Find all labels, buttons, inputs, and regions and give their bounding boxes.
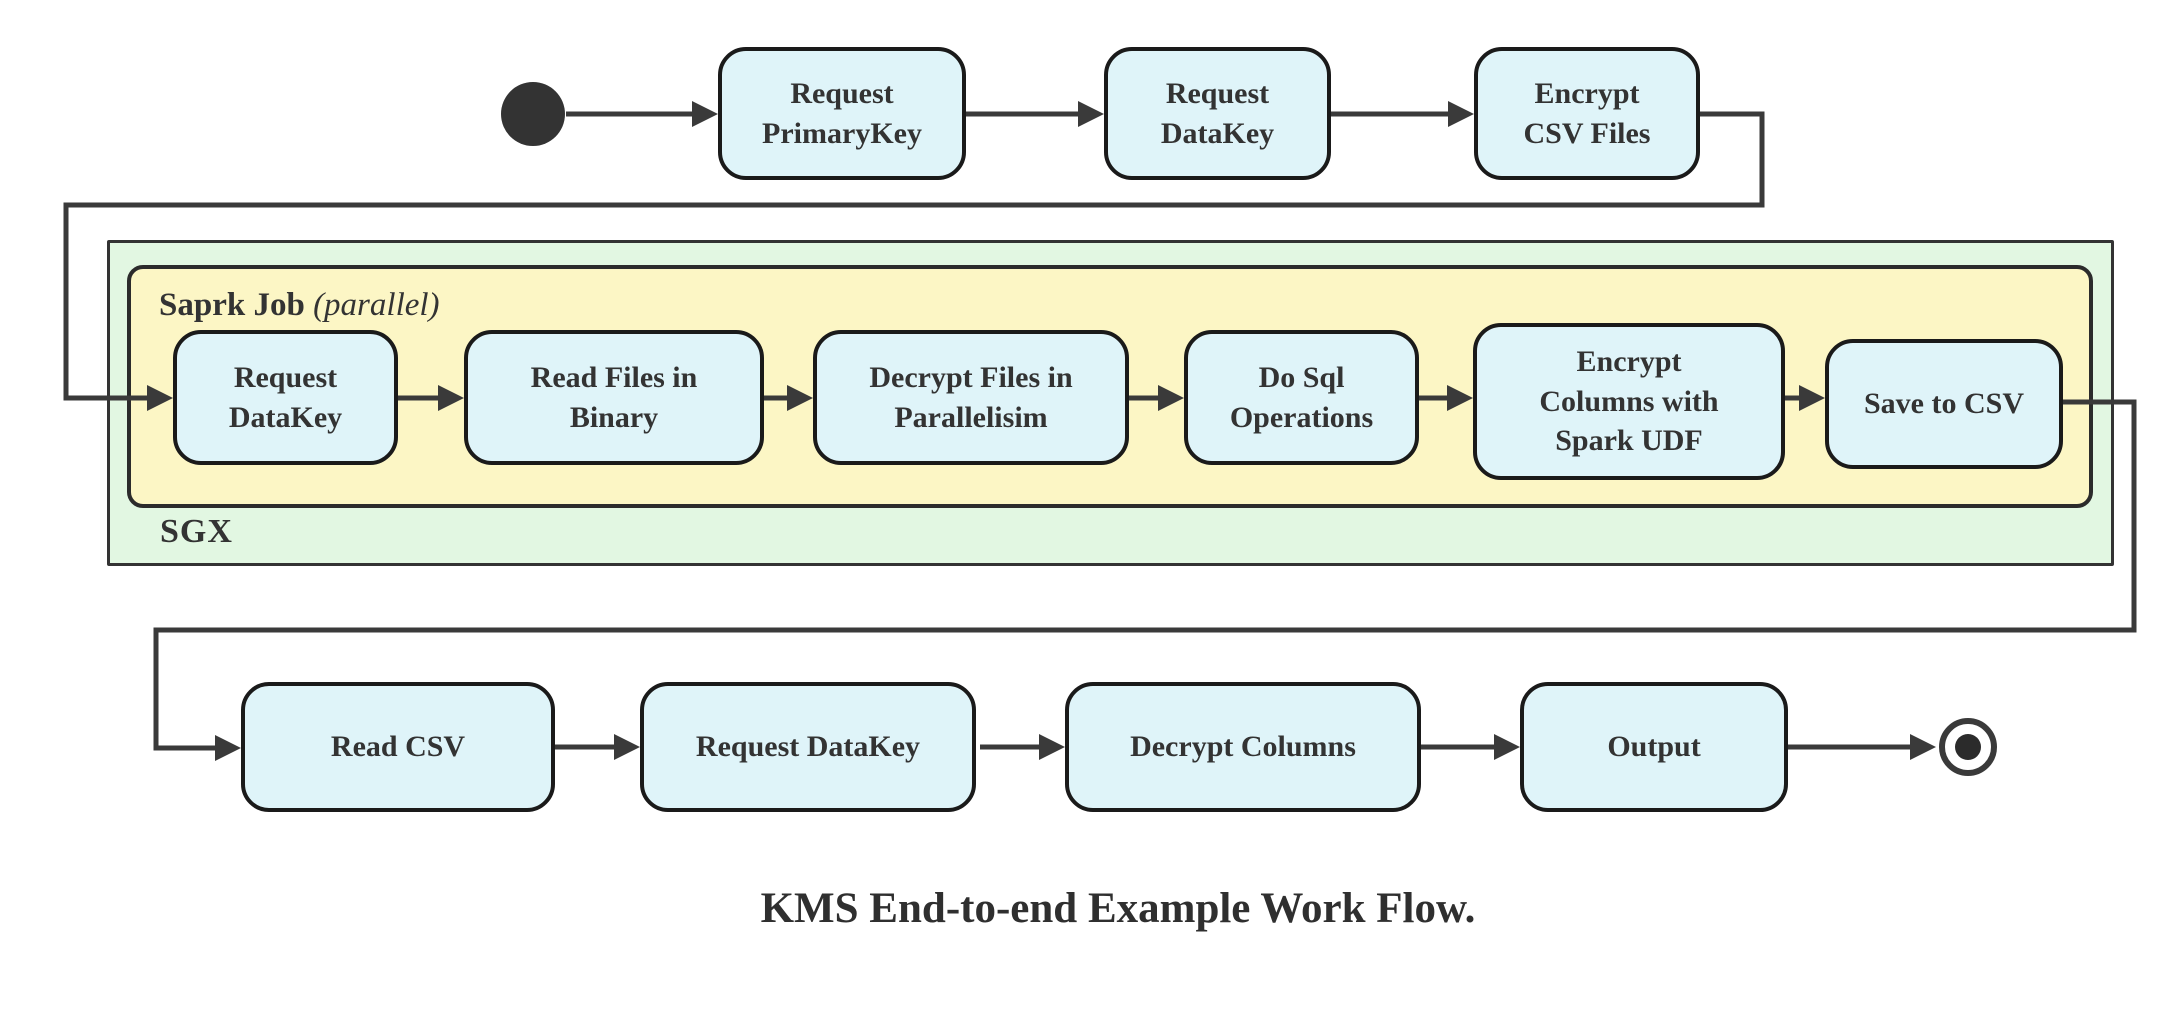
sgx-label: SGX	[160, 513, 233, 550]
arrowhead-icon	[614, 734, 640, 760]
node-output: Output	[1520, 682, 1788, 812]
node-decrypt-files-in-parallelisim: Decrypt Files in Parallelisim	[813, 330, 1129, 465]
start-state-icon	[501, 82, 565, 146]
node-decrypt-columns: Decrypt Columns	[1065, 682, 1421, 812]
node-read-csv: Read CSV	[241, 682, 555, 812]
node-request-datakey-top: Request DataKey	[1104, 47, 1331, 180]
spark-job-modifier: (parallel)	[313, 287, 440, 323]
node-encrypt-columns-with-spark-udf: Encrypt Columns with Spark UDF	[1473, 323, 1785, 480]
end-state-dot-icon	[1955, 734, 1981, 760]
node-encrypt-csv-files: Encrypt CSV Files	[1474, 47, 1700, 180]
end-state-icon	[1939, 718, 1997, 776]
node-read-files-in-binary: Read Files in Binary	[464, 330, 764, 465]
node-do-sql-operations: Do Sql Operations	[1184, 330, 1419, 465]
spark-job-label: Saprk Job (parallel)	[159, 287, 440, 324]
node-request-datakey-sgx: Request DataKey	[173, 330, 398, 465]
arrowhead-icon	[1910, 734, 1936, 760]
arrowhead-icon	[1448, 101, 1474, 127]
spark-job-title: Saprk Job	[159, 287, 305, 323]
arrowhead-icon	[1494, 734, 1520, 760]
node-request-primarykey: Request PrimaryKey	[718, 47, 966, 180]
arrowhead-icon	[215, 735, 241, 761]
node-request-datakey-bottom: Request DataKey	[640, 682, 976, 812]
arrowhead-icon	[1039, 734, 1065, 760]
diagram-caption: KMS End-to-end Example Work Flow.	[760, 885, 1476, 932]
node-save-to-csv: Save to CSV	[1825, 339, 2063, 469]
arrowhead-icon	[692, 101, 718, 127]
arrowhead-icon	[1078, 101, 1104, 127]
